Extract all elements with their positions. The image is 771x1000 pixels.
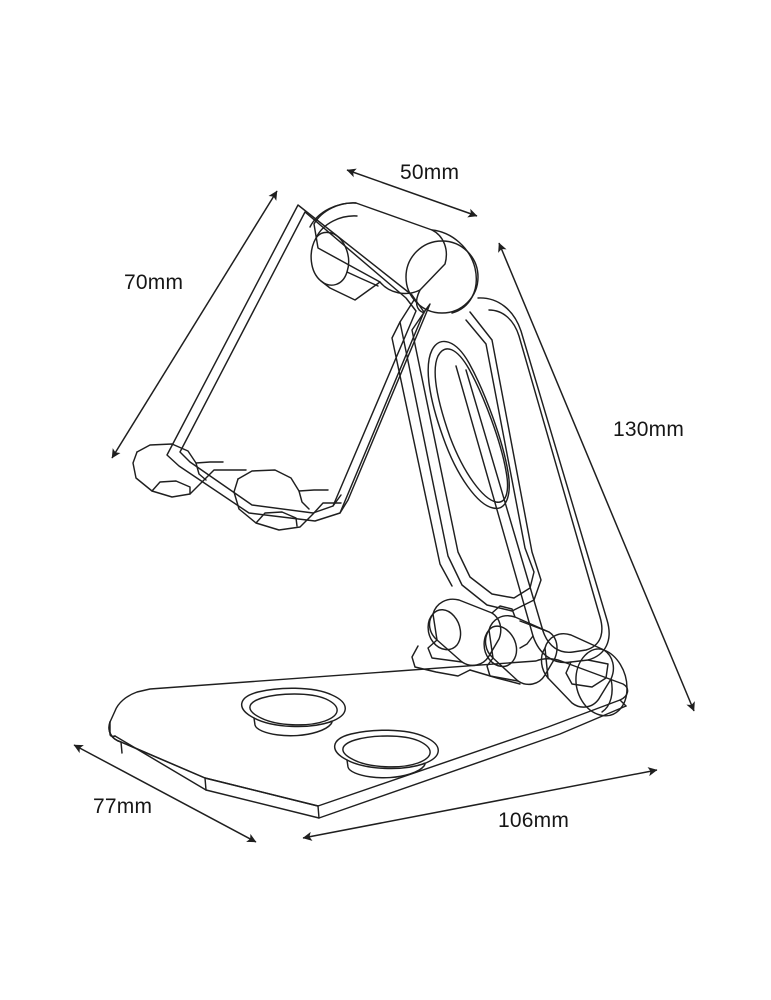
upper-hinge-barrel: [309, 202, 448, 301]
right-leg: [455, 297, 610, 688]
support-arm: [391, 299, 542, 612]
dimension-line-106mm: [302, 767, 658, 841]
dimension-label-77mm: 77mm: [93, 795, 153, 818]
cradle-back-plate: [166, 204, 425, 522]
cradle-lip-right: [233, 469, 342, 531]
dimension-label-106mm: 106mm: [498, 809, 570, 832]
dimension-label-50mm: 50mm: [400, 161, 460, 184]
cradle-right-edge: [332, 303, 431, 514]
dimension-label-130mm: 130mm: [613, 418, 685, 441]
upper-hinge-disc: [405, 229, 479, 314]
dimension-line-130mm: [498, 242, 695, 712]
dimension-line-77mm: [73, 744, 257, 843]
base-plate: [108, 658, 629, 819]
dimension-label-70mm: 70mm: [124, 271, 184, 294]
dimension-line-70mm: [111, 190, 278, 459]
dimension-line-50mm: [346, 168, 478, 218]
base-recess-upper: [241, 687, 346, 737]
